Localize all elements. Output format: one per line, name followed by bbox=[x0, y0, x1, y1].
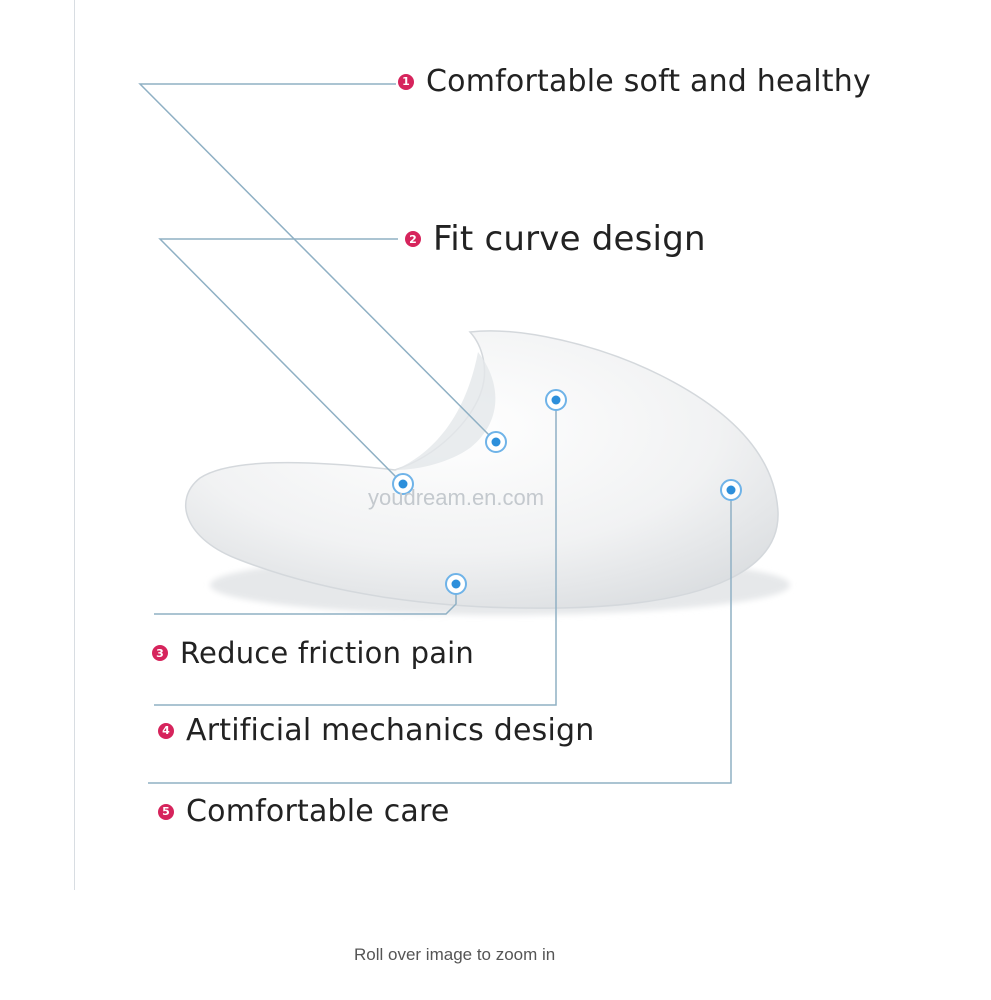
marker-3 bbox=[445, 573, 467, 595]
feature-text-2: Fit curve design bbox=[433, 219, 706, 259]
marker-4 bbox=[545, 389, 567, 411]
feature-text-4: Artificial mechanics design bbox=[186, 713, 595, 748]
feature-label-4: 4 Artificial mechanics design bbox=[158, 713, 594, 748]
badge-2: 2 bbox=[405, 231, 421, 247]
feature-markers bbox=[392, 389, 742, 595]
feature-text-1: Comfortable soft and healthy bbox=[426, 64, 871, 99]
feature-text-3: Reduce friction pain bbox=[180, 636, 474, 670]
feature-label-3: 3 Reduce friction pain bbox=[152, 636, 474, 670]
feature-label-2: 2 Fit curve design bbox=[405, 219, 706, 259]
badge-5: 5 bbox=[158, 803, 174, 820]
watermark: youdream.en.com bbox=[368, 485, 545, 510]
toe-opening bbox=[395, 352, 496, 470]
marker-2 bbox=[392, 473, 414, 495]
callout-line-1 bbox=[138, 83, 497, 443]
marker-5 bbox=[720, 479, 742, 501]
callout-lines bbox=[138, 83, 732, 784]
badge-4: 4 bbox=[158, 722, 174, 739]
callout-line-2 bbox=[158, 238, 404, 485]
feature-text-5: Comfortable care bbox=[186, 794, 450, 829]
marker-1 bbox=[485, 431, 507, 453]
zoom-hint[interactable]: Roll over image to zoom in bbox=[354, 945, 556, 964]
badge-3: 3 bbox=[152, 645, 168, 661]
badge-1: 1 bbox=[398, 73, 414, 90]
feature-label-1: 1 Comfortable soft and healthy bbox=[398, 64, 871, 99]
feature-label-5: 5 Comfortable care bbox=[158, 794, 450, 829]
callout-line-5 bbox=[148, 490, 732, 784]
callout-line-4 bbox=[154, 400, 557, 706]
page-divider bbox=[74, 0, 75, 890]
